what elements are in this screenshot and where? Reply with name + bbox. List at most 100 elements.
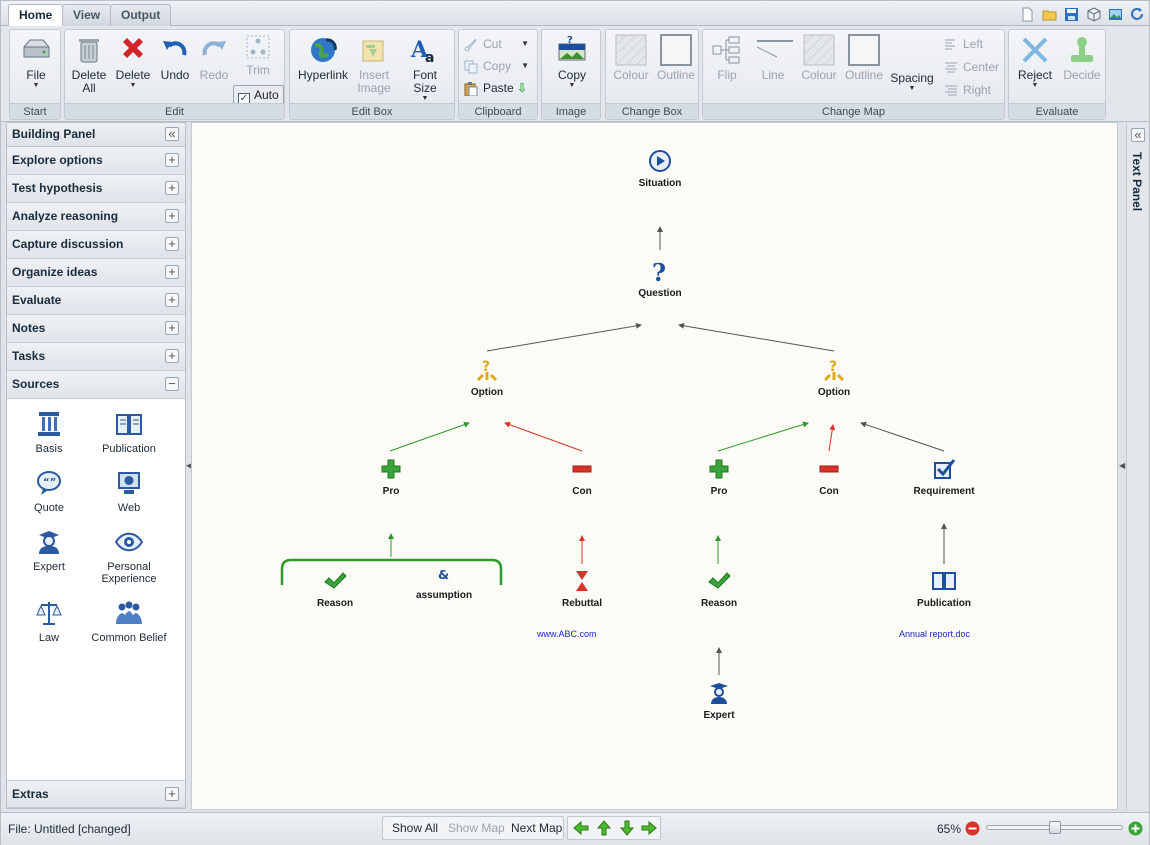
splitter-left-icon[interactable]: ◀ bbox=[186, 461, 193, 470]
show-map-button[interactable]: Show Map bbox=[448, 821, 505, 835]
collapse-minus-icon[interactable]: − bbox=[165, 377, 179, 391]
undo-button[interactable]: Undo bbox=[156, 33, 194, 82]
expand-plus-icon[interactable]: + bbox=[165, 293, 179, 307]
spacing-button[interactable]: Spacing ▼ bbox=[890, 71, 934, 93]
link-abc-com[interactable]: www.ABC.com bbox=[537, 629, 597, 639]
redo-button[interactable]: Redo bbox=[195, 33, 233, 82]
section-tasks[interactable]: Tasks+ bbox=[7, 343, 185, 371]
tab-output[interactable]: Output bbox=[110, 4, 172, 26]
source-personal-experience[interactable]: Personal Experience bbox=[89, 529, 169, 585]
next-map-button[interactable]: Next Map bbox=[511, 821, 563, 835]
paste-button[interactable]: Paste⇩ bbox=[463, 78, 535, 98]
zoom-slider[interactable] bbox=[986, 821, 1123, 834]
source-web[interactable]: Web bbox=[89, 470, 169, 514]
node-situation[interactable]: Situation bbox=[630, 149, 690, 189]
flip-button[interactable]: Flip bbox=[707, 33, 747, 82]
expand-plus-icon[interactable]: + bbox=[165, 237, 179, 251]
box-colour-button[interactable]: Colour bbox=[610, 33, 652, 82]
scissors-icon bbox=[464, 38, 477, 52]
source-quote[interactable]: “” Quote bbox=[9, 470, 89, 514]
trim-button[interactable]: Trim bbox=[237, 30, 279, 77]
zoom-out-icon[interactable] bbox=[965, 821, 980, 836]
open-folder-icon[interactable] bbox=[1042, 7, 1057, 22]
expand-plus-icon[interactable]: + bbox=[165, 181, 179, 195]
expand-plus-icon[interactable]: + bbox=[165, 209, 179, 223]
section-analyze-reasoning[interactable]: Analyze reasoning+ bbox=[7, 203, 185, 231]
link-annual-report[interactable]: Annual report.doc bbox=[899, 629, 971, 639]
node-requirement[interactable]: Requirement bbox=[904, 457, 984, 497]
align-center-button[interactable]: Center bbox=[943, 57, 1001, 77]
node-option-left[interactable]: ? Option bbox=[470, 359, 504, 398]
section-organize-ideas[interactable]: Organize ideas+ bbox=[7, 259, 185, 287]
expand-plus-icon[interactable]: + bbox=[165, 265, 179, 279]
delete-all-button[interactable]: Delete All bbox=[68, 33, 110, 95]
refresh-icon[interactable] bbox=[1130, 7, 1145, 22]
node-assumption[interactable]: & assumption bbox=[415, 568, 473, 601]
zoom-in-icon[interactable] bbox=[1128, 821, 1143, 836]
tab-home[interactable]: Home bbox=[8, 4, 64, 27]
node-pro-2[interactable]: Pro bbox=[689, 457, 749, 497]
file-button[interactable]: File ▼ bbox=[16, 33, 56, 90]
line-button[interactable]: Line bbox=[751, 33, 795, 82]
zoom-slider-thumb[interactable] bbox=[1048, 821, 1061, 834]
expand-plus-icon[interactable]: + bbox=[165, 321, 179, 335]
align-right-button[interactable]: Right bbox=[943, 80, 1001, 100]
arrow-right-icon[interactable] bbox=[641, 820, 657, 836]
text-panel-title[interactable]: Text Panel bbox=[1130, 152, 1144, 212]
section-capture-discussion[interactable]: Capture discussion+ bbox=[7, 231, 185, 259]
arrow-up-icon[interactable] bbox=[596, 820, 612, 836]
argument-map-canvas[interactable]: Situation ? Question ? Option ? Option P… bbox=[191, 122, 1118, 810]
expand-plus-icon[interactable]: + bbox=[165, 787, 179, 801]
node-rebuttal[interactable]: Rebuttal bbox=[552, 569, 612, 609]
box-outline-button[interactable]: Outline bbox=[656, 33, 696, 82]
node-con-1[interactable]: Con bbox=[552, 457, 612, 497]
delete-button[interactable]: Delete ▼ bbox=[113, 33, 153, 90]
tab-view[interactable]: View bbox=[62, 4, 112, 26]
source-publication[interactable]: Publication bbox=[89, 411, 169, 455]
image-export-icon[interactable] bbox=[1108, 7, 1123, 22]
section-extras[interactable]: Extras+ bbox=[7, 780, 185, 808]
source-expert[interactable]: Expert bbox=[9, 529, 89, 573]
reject-button[interactable]: Reject ▼ bbox=[1013, 33, 1057, 90]
auto-checkbox[interactable]: ✓Auto bbox=[233, 85, 284, 105]
expand-right-icon[interactable]: « bbox=[1131, 128, 1145, 142]
show-all-button[interactable]: Show All bbox=[392, 821, 439, 835]
cut-button[interactable]: Cut▼ bbox=[463, 34, 535, 54]
expand-plus-icon[interactable]: + bbox=[165, 349, 179, 363]
align-left-button[interactable]: Left bbox=[943, 34, 1001, 54]
collapse-left-icon[interactable]: « bbox=[165, 127, 179, 141]
source-basis[interactable]: Basis bbox=[9, 411, 89, 455]
arrow-down-icon[interactable] bbox=[619, 820, 635, 836]
minus-icon bbox=[819, 465, 839, 473]
save-icon[interactable] bbox=[1064, 7, 1079, 22]
section-test-hypothesis[interactable]: Test hypothesis+ bbox=[7, 175, 185, 203]
hyperlink-button[interactable]: Hyperlink bbox=[294, 33, 352, 82]
splitter-right-icon[interactable]: ◀ bbox=[1119, 461, 1126, 470]
node-reason-1[interactable]: Reason bbox=[305, 569, 365, 609]
section-notes[interactable]: Notes+ bbox=[7, 315, 185, 343]
package-icon[interactable] bbox=[1086, 7, 1101, 22]
map-outline-button[interactable]: Outline bbox=[844, 33, 884, 82]
new-file-icon[interactable] bbox=[1020, 7, 1035, 22]
decide-button[interactable]: Decide bbox=[1061, 33, 1103, 82]
image-copy-button[interactable]: ? Copy ▼ bbox=[550, 33, 594, 90]
source-law[interactable]: Law bbox=[9, 600, 89, 644]
node-con-2[interactable]: Con bbox=[799, 457, 859, 497]
section-explore-options[interactable]: Explore options+ bbox=[7, 147, 185, 175]
node-question[interactable]: ? Question bbox=[638, 258, 682, 299]
node-reason-2[interactable]: Reason bbox=[689, 569, 749, 609]
node-pro-1[interactable]: Pro bbox=[361, 457, 421, 497]
node-option-right[interactable]: ? Option bbox=[817, 359, 851, 398]
section-evaluate[interactable]: Evaluate+ bbox=[7, 287, 185, 315]
map-colour-button[interactable]: Colour bbox=[799, 33, 839, 82]
expand-plus-icon[interactable]: + bbox=[165, 153, 179, 167]
insert-image-button[interactable]: Insert Image bbox=[350, 33, 398, 95]
node-expert[interactable]: Expert bbox=[689, 681, 749, 721]
source-common-belief[interactable]: Common Belief bbox=[89, 600, 169, 644]
copy-button[interactable]: Copy▼ bbox=[463, 56, 535, 76]
node-publication[interactable]: Publication bbox=[904, 569, 984, 609]
section-sources[interactable]: Sources− bbox=[7, 371, 185, 399]
arrow-left-icon[interactable] bbox=[573, 820, 589, 836]
